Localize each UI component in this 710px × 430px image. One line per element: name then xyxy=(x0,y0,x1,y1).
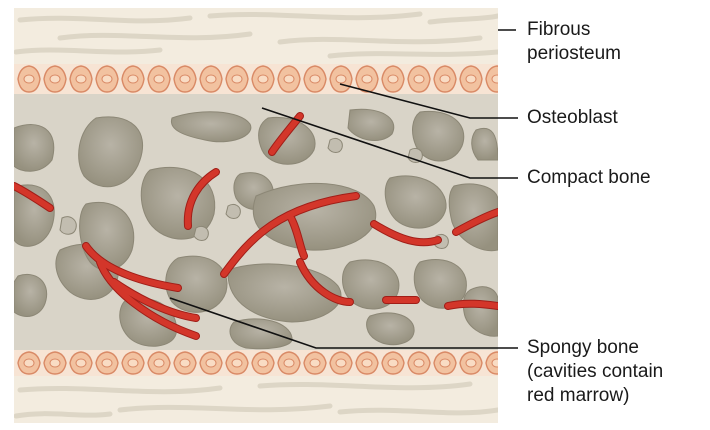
label-fibrous-periosteum-line1: Fibrous xyxy=(527,18,621,42)
osteoblast-nucleus xyxy=(492,359,502,367)
osteoblast-nucleus xyxy=(258,75,268,83)
osteoblast-nucleus xyxy=(336,359,346,367)
label-spongy-bone-line3: red marrow) xyxy=(527,384,663,408)
osteoblast-nucleus xyxy=(128,359,138,367)
osteoblast-nucleus xyxy=(414,75,424,83)
osteoblast-nucleus xyxy=(440,359,450,367)
osteoblast-nucleus xyxy=(50,75,60,83)
label-spongy-bone-line1: Spongy bone xyxy=(527,336,663,360)
osteoblast-nucleus xyxy=(414,359,424,367)
osteoblast-nucleus xyxy=(466,75,476,83)
osteoblast-nucleus xyxy=(128,75,138,83)
osteoblast-nucleus xyxy=(76,359,86,367)
osteoblast-nucleus xyxy=(154,75,164,83)
osteoblast-nucleus xyxy=(336,75,346,83)
osteoblast-nucleus xyxy=(258,359,268,367)
osteoblast-nucleus xyxy=(310,359,320,367)
osteoblast-nucleus xyxy=(232,359,242,367)
label-spongy-bone: Spongy bone (cavities contain red marrow… xyxy=(527,336,663,408)
osteoblast-nucleus xyxy=(206,75,216,83)
osteoblast-nucleus xyxy=(50,359,60,367)
label-compact-bone: Compact bone xyxy=(527,166,651,190)
osteoblast-nucleus xyxy=(102,359,112,367)
label-fibrous-periosteum-line2: periosteum xyxy=(527,42,621,66)
osteoblast-nucleus xyxy=(76,75,86,83)
osteoblast-nucleus xyxy=(180,359,190,367)
osteoblast-nucleus xyxy=(284,359,294,367)
osteoblast-nucleus xyxy=(232,75,242,83)
osteoblast-nucleus xyxy=(180,75,190,83)
osteoblast-nucleus xyxy=(24,359,34,367)
label-spongy-bone-line2: (cavities contain xyxy=(527,360,663,384)
label-osteoblast: Osteoblast xyxy=(527,106,618,130)
osteoblast-nucleus xyxy=(24,75,34,83)
osteoblast-nucleus xyxy=(310,75,320,83)
label-compact-bone-line1: Compact bone xyxy=(527,166,651,190)
osteoblast-nucleus xyxy=(206,359,216,367)
osteoblast-nucleus xyxy=(466,359,476,367)
osteoblast-nucleus xyxy=(492,75,502,83)
osteoblast-nucleus xyxy=(362,359,372,367)
osteoblast-nucleus xyxy=(102,75,112,83)
osteoblast-layer-top xyxy=(14,64,508,94)
label-osteoblast-line1: Osteoblast xyxy=(527,106,618,130)
osteoblast-nucleus xyxy=(388,359,398,367)
osteoblast-nucleus xyxy=(440,75,450,83)
osteoblast-nucleus xyxy=(388,75,398,83)
osteoblast-nucleus xyxy=(154,359,164,367)
osteoblast-nucleus xyxy=(284,75,294,83)
osteoblast-nucleus xyxy=(362,75,372,83)
osteoblast-layer-bottom xyxy=(14,350,508,376)
label-fibrous-periosteum: Fibrous periosteum xyxy=(527,18,621,66)
